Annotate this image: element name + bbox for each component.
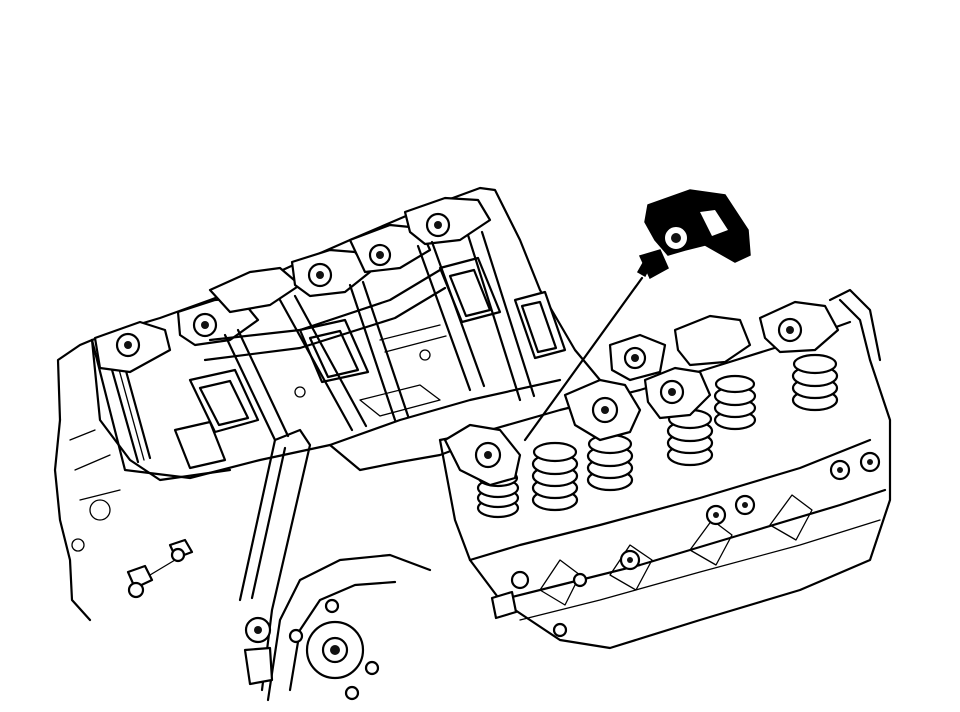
valve-spring — [666, 408, 714, 467]
rocker-arm — [608, 333, 667, 382]
rocker-arm — [208, 266, 302, 314]
rocker-arm — [758, 300, 840, 354]
rocker-arm — [673, 314, 752, 367]
block-bolts — [126, 538, 194, 599]
crankshaft-sprocket — [266, 553, 432, 702]
valve-spring — [791, 353, 839, 412]
pushrods — [203, 230, 536, 442]
torque-wrench-icon — [644, 189, 751, 263]
rocker-arm — [443, 423, 522, 487]
rocker-arm — [643, 366, 712, 420]
rocker-arm — [290, 248, 372, 298]
valve-spring — [713, 374, 757, 431]
rocker-arm — [563, 378, 642, 442]
valve-spring — [531, 441, 579, 512]
left-rocker-arms — [93, 196, 492, 374]
tool-leader-line — [523, 276, 644, 442]
rocker-arm — [403, 196, 492, 246]
rocker-arm — [348, 223, 432, 274]
torque-wrench-tool — [523, 189, 751, 442]
right-rocker-arms — [443, 288, 882, 487]
rocker-arm — [93, 320, 172, 374]
timing-chain-guide — [238, 428, 312, 692]
valve-spring — [586, 433, 634, 492]
